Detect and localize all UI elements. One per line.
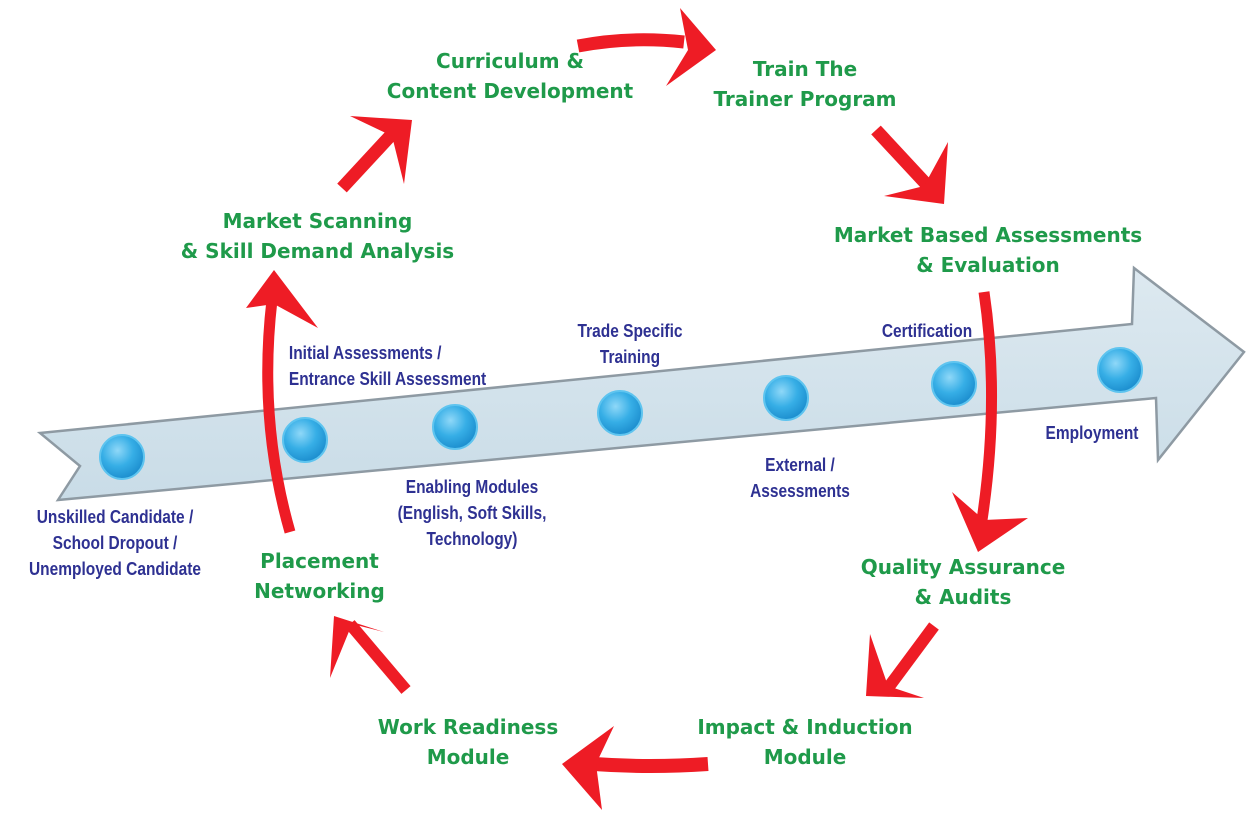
arrow-scanning-to-curriculum [337, 129, 397, 193]
cycle-label-market-assessment-line2: & Evaluation [916, 253, 1060, 277]
cycle-label-market-scanning-line2: & Skill Demand Analysis [180, 239, 455, 263]
timeline-label-certification-line1: Certification [881, 321, 973, 341]
arrow-placement-to-scanning [262, 299, 296, 534]
timeline-node-6 [931, 361, 977, 407]
arrowhead-quality-to-impact-icon [866, 634, 924, 698]
cycle-label-quality-line1: Quality Assurance [860, 555, 1066, 579]
arrow-training-to-assessment [871, 125, 933, 191]
timeline-node-5 [763, 375, 809, 421]
arrowhead-scanning-to-curriculum-icon [350, 116, 412, 184]
timeline-label-trade-training: Trade Specific Training [561, 318, 699, 370]
arrow-curriculum-to-training [576, 33, 685, 53]
timeline-label-certification: Certification [871, 318, 983, 344]
cycle-label-impact-line1: Impact & Induction [697, 715, 913, 739]
cycle-label-market-scanning: Market Scanning & Skill Demand Analysis [160, 206, 475, 266]
timeline-nodes [99, 347, 1143, 480]
timeline-node-1 [99, 434, 145, 480]
cycle-label-train-trainer-line1: Train The [752, 57, 858, 81]
cycle-label-work-readiness-line2: Module [426, 745, 510, 769]
timeline-node-4 [597, 390, 643, 436]
cycle-arrows [246, 8, 1028, 810]
timeline-node-3 [432, 404, 478, 450]
timeline-label-employment-line1: Employment [1045, 423, 1139, 443]
timeline-arrow [36, 265, 1246, 502]
arrow-work-to-placement [345, 620, 411, 694]
timeline-label-unskilled: Unskilled Candidate / School Dropout / U… [16, 504, 214, 582]
timeline-node-7 [1097, 347, 1143, 393]
timeline-label-trade-training-line1: Trade Specific [577, 321, 683, 341]
timeline-label-initial-assessments-line2: Entrance Skill Assessment [288, 369, 487, 389]
cycle-label-quality-line2: & Audits [914, 585, 1012, 609]
arrow-assessment-to-quality [976, 291, 997, 521]
cycle-label-market-assessment: Market Based Assessments & Evaluation [818, 220, 1158, 280]
cycle-label-curriculum-line2: Content Development [386, 79, 634, 103]
timeline-label-external-assessments-line1: External / [765, 455, 835, 475]
arrow-impact-to-work [593, 757, 709, 773]
arrowhead-work-to-placement-icon [330, 616, 384, 678]
timeline-label-external-assessments: External / Assessments [740, 452, 860, 504]
cycle-label-market-scanning-line1: Market Scanning [222, 209, 413, 233]
timeline-label-unskilled-line1: Unskilled Candidate / [36, 507, 194, 527]
cycle-label-curriculum-line1: Curriculum & [436, 49, 584, 73]
cycle-label-market-assessment-line1: Market Based Assessments [833, 223, 1143, 247]
timeline-label-unskilled-line3: Unemployed Candidate [28, 559, 202, 579]
cycle-label-impact: Impact & Induction Module [680, 712, 930, 772]
cycle-label-placement-line1: Placement [260, 549, 379, 573]
arrowhead-training-to-assessment-icon [884, 142, 948, 204]
cycle-label-quality: Quality Assurance & Audits [838, 552, 1088, 612]
timeline-label-employment: Employment [1032, 420, 1152, 446]
arrowhead-placement-to-scanning-icon [246, 270, 318, 328]
timeline-label-initial-assessments: Initial Assessments / Entrance Skill Ass… [289, 340, 521, 392]
timeline-label-unskilled-line2: School Dropout / [52, 533, 178, 553]
cycle-label-train-trainer-line2: Trainer Program [713, 87, 897, 111]
arrowhead-impact-to-work-icon [562, 726, 614, 810]
timeline-label-enabling-modules-line3: Technology) [426, 529, 518, 549]
arrow-quality-to-impact [883, 622, 939, 692]
timeline-label-enabling-modules-line1: Enabling Modules [405, 477, 539, 497]
cycle-label-placement: Placement Networking [232, 546, 407, 606]
arrowhead-assessment-to-quality-icon [952, 492, 1028, 552]
arrowhead-curriculum-to-training-icon [666, 8, 716, 86]
cycle-label-placement-line2: Networking [254, 579, 385, 603]
timeline-label-external-assessments-line2: Assessments [750, 481, 850, 501]
timeline-node-2 [282, 417, 328, 463]
timeline-label-enabling-modules-line2: (English, Soft Skills, [397, 503, 547, 523]
timeline-label-initial-assessments-line1: Initial Assessments / [288, 343, 442, 363]
timeline-label-trade-training-line2: Training [599, 347, 661, 367]
cycle-label-train-trainer: Train The Trainer Program [680, 54, 930, 114]
cycle-label-work-readiness-line1: Work Readiness [377, 715, 559, 739]
cycle-label-work-readiness: Work Readiness Module [358, 712, 578, 772]
cycle-label-curriculum: Curriculum & Content Development [345, 46, 675, 106]
cycle-label-impact-line2: Module [763, 745, 847, 769]
timeline-label-enabling-modules: Enabling Modules (English, Soft Skills, … [386, 474, 558, 552]
